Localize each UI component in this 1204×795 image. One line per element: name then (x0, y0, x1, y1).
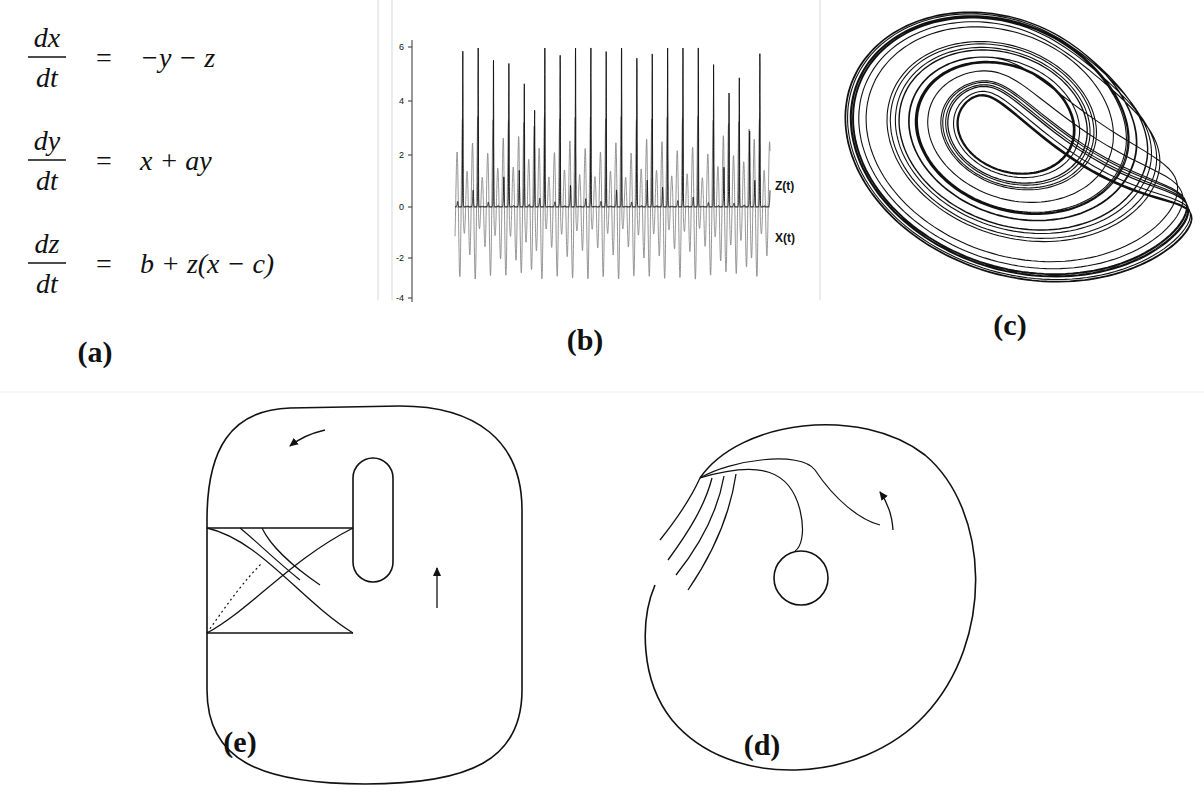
time-series (455, 48, 770, 279)
axis-tick: 6 (399, 43, 404, 52)
equation-denominator: dt (36, 270, 58, 298)
z-series (455, 48, 770, 207)
equation-sign: = (96, 44, 112, 72)
equation-rhs: −y − z (140, 44, 215, 72)
equation-rhs: b + z(x − c) (140, 250, 274, 278)
equation-numerator: dx (34, 24, 60, 52)
panel-label: (e) (223, 727, 256, 757)
equation-sign: = (96, 250, 112, 278)
equation-denominator: dt (36, 167, 58, 195)
axis-tick: 0 (399, 203, 404, 212)
attractor-curve (845, 12, 1192, 282)
panel-label: (a) (78, 337, 113, 367)
axis-tick: -2 (396, 254, 404, 263)
panel-label: (b) (567, 325, 604, 355)
axis-tick: 2 (399, 151, 404, 160)
attractor-projection (845, 12, 1192, 282)
template-sketch-e (207, 406, 522, 784)
axis-tick: -4 (396, 294, 404, 303)
series-label: X(t) (775, 232, 795, 244)
fraction-bars (28, 57, 66, 263)
series-label: Z(t) (775, 180, 794, 192)
panel-edges (0, 0, 1204, 392)
panel-label: (d) (744, 730, 781, 760)
equation-denominator: dt (36, 64, 58, 92)
equation-numerator: dz (35, 230, 60, 258)
equation-numerator: dy (34, 127, 60, 155)
axis-tick: 4 (399, 97, 404, 106)
panel-label: (c) (993, 310, 1026, 340)
x-series (455, 116, 770, 279)
equation-rhs: x + ay (140, 147, 212, 175)
template-sketch-d (645, 425, 975, 770)
equation-sign: = (96, 147, 112, 175)
time-axis (408, 40, 770, 302)
